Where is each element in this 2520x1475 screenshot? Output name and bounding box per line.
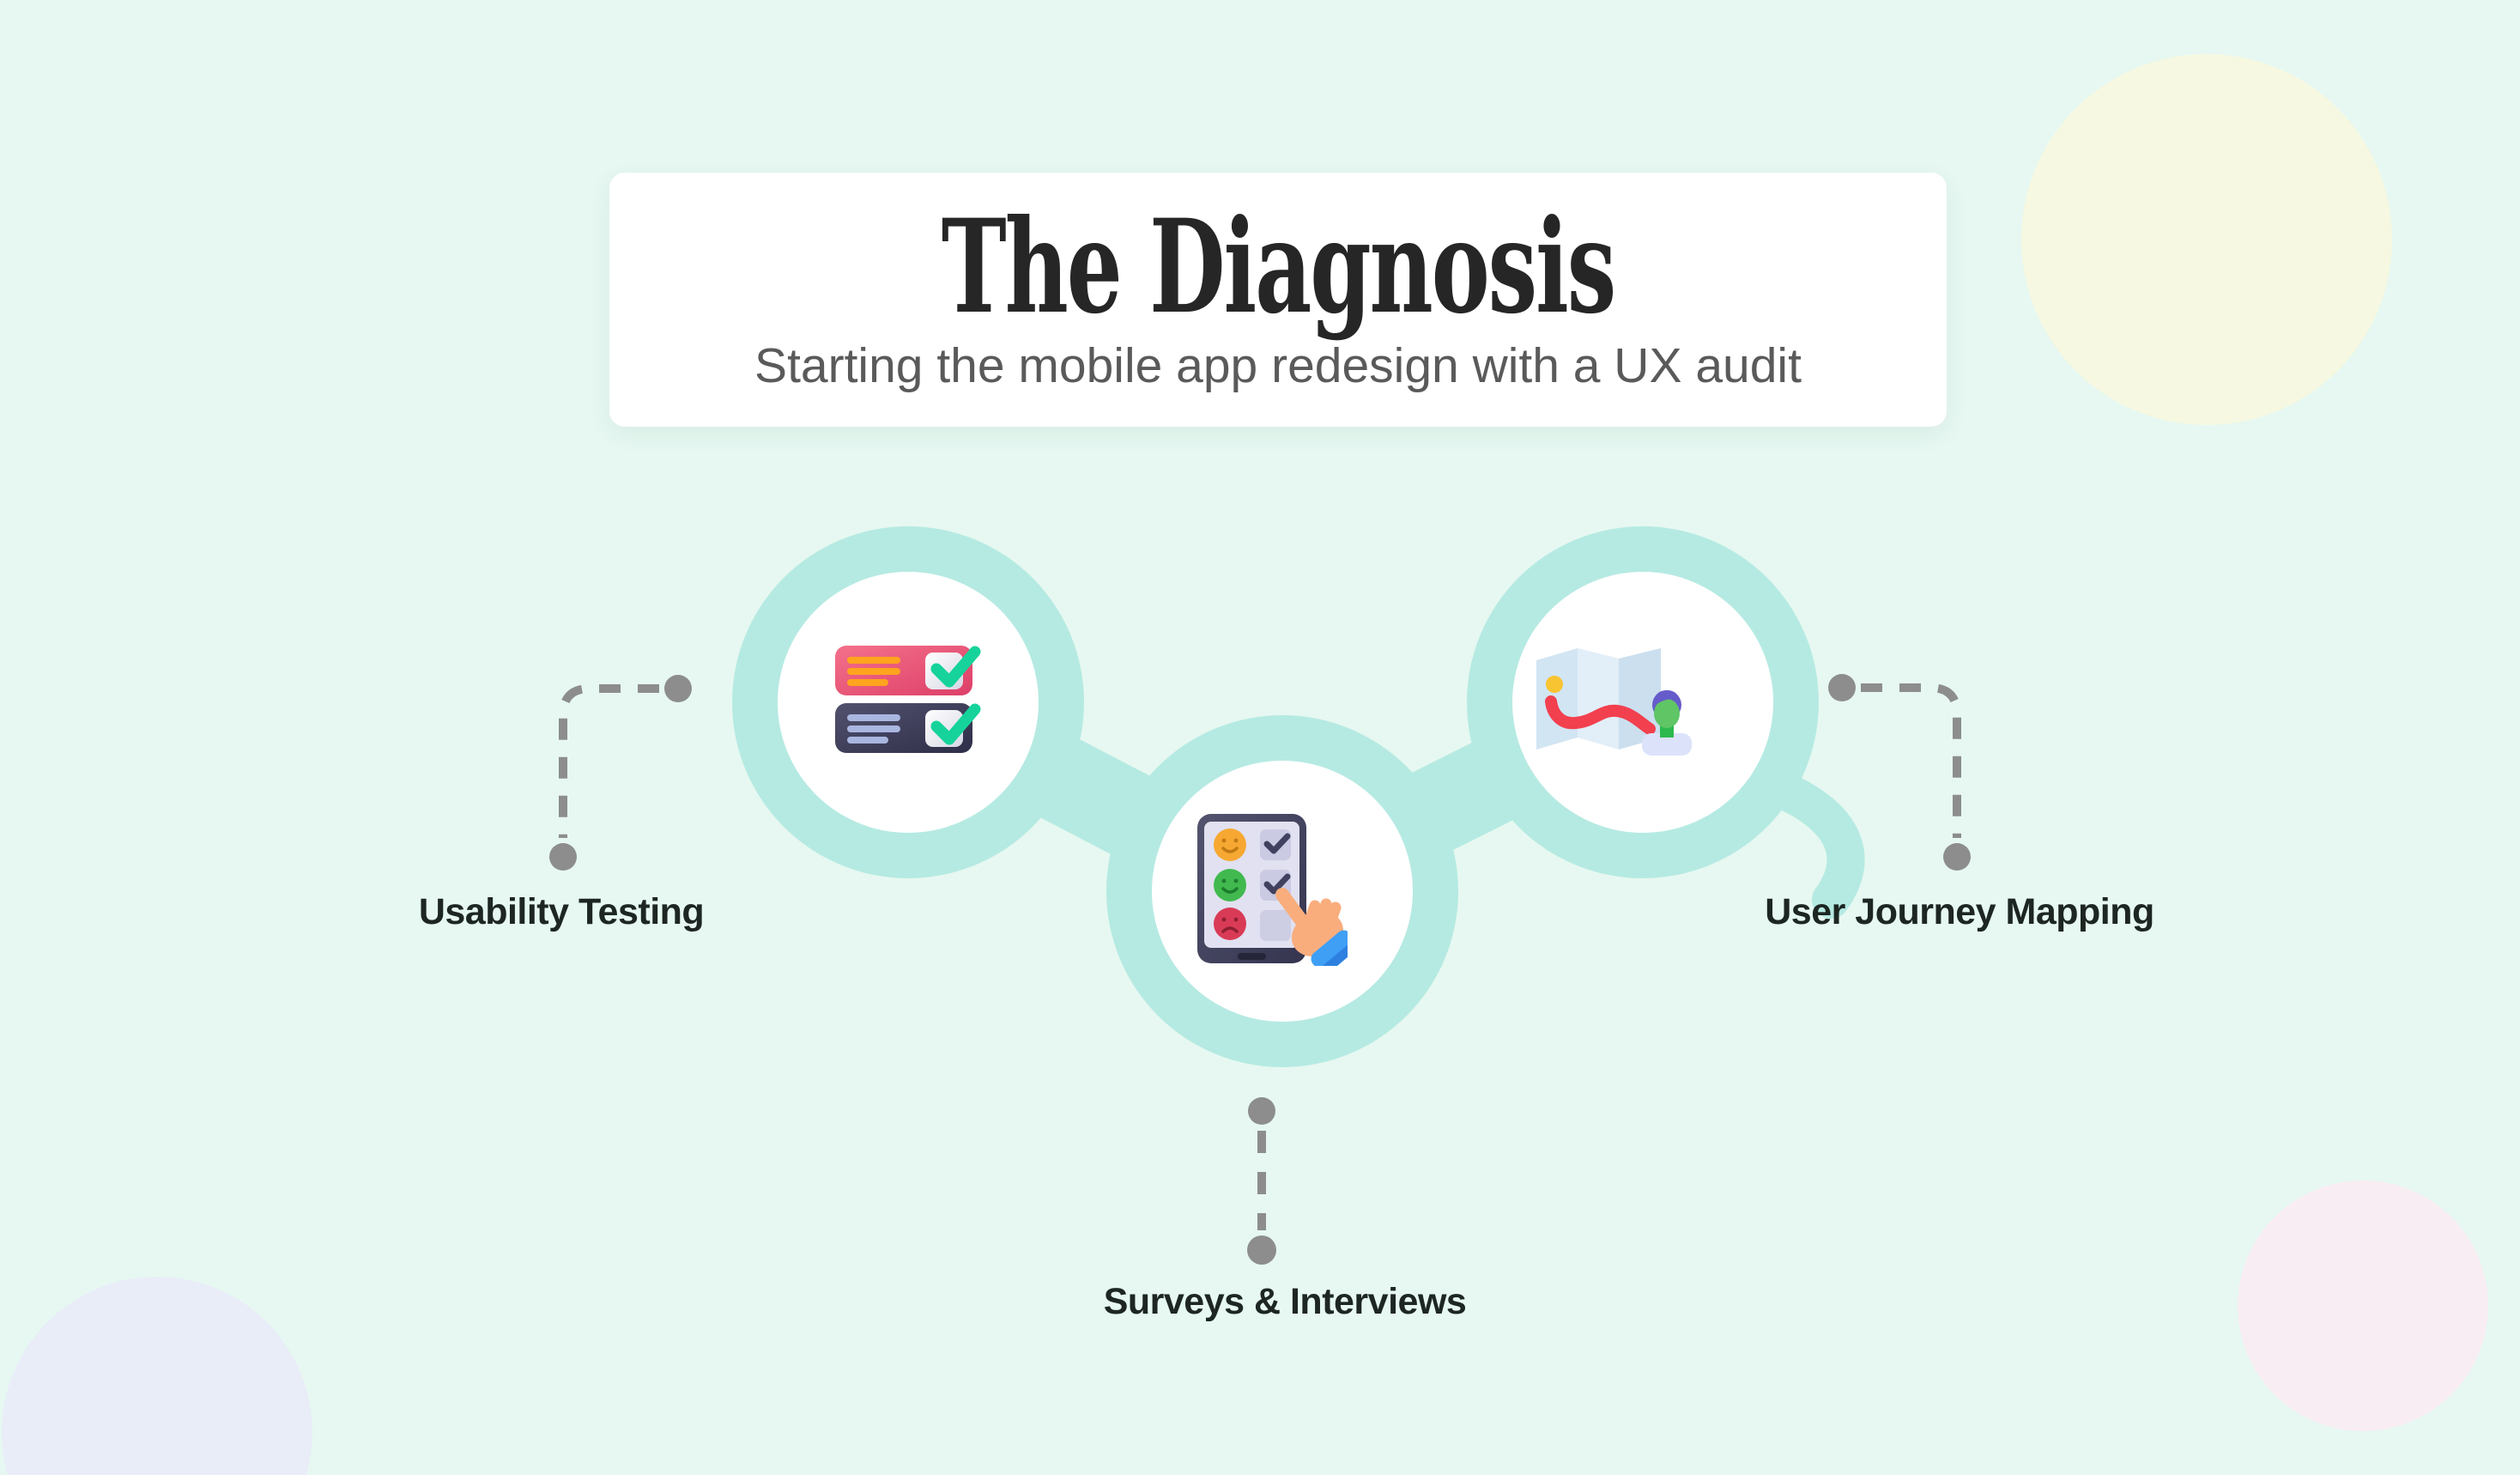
connector-dot: [1248, 1097, 1275, 1125]
node-label-surveys-interviews: Surveys & Interviews: [1103, 1281, 1467, 1322]
title-card: The Diagnosis Starting the mobile app re…: [609, 173, 1947, 427]
connector-dot: [1828, 674, 1856, 701]
ring-bridge-left: [1010, 731, 1178, 861]
person-figure: [1642, 690, 1692, 756]
journey-map-icon: [1536, 648, 1692, 756]
connector-dot: [1247, 1235, 1276, 1265]
node-label-usability-testing: Usability Testing: [418, 891, 705, 932]
checklist-icon: [835, 646, 981, 753]
survey-tablet-icon: [1197, 814, 1348, 966]
connector-dot: [1943, 843, 1971, 871]
pointing-hand: [1275, 888, 1348, 966]
dashed-connector-user-journey-mapping: [1861, 683, 1961, 838]
dashed-connector-usability-testing: [559, 684, 659, 838]
decorative-circle-top-right: [2021, 54, 2392, 425]
decorative-circle-bottom-right: [2238, 1181, 2488, 1431]
ring-tail: [1760, 769, 1865, 919]
node-label-user-journey-mapping: User Journey Mapping: [1765, 891, 2154, 932]
node-circle-usability-testing: [778, 572, 1039, 833]
page-title: The Diagnosis: [941, 191, 1616, 343]
page-subtitle: Starting the mobile app redesign with a …: [754, 338, 1802, 393]
connector-dot: [664, 675, 692, 702]
connector-dot: [549, 843, 577, 871]
